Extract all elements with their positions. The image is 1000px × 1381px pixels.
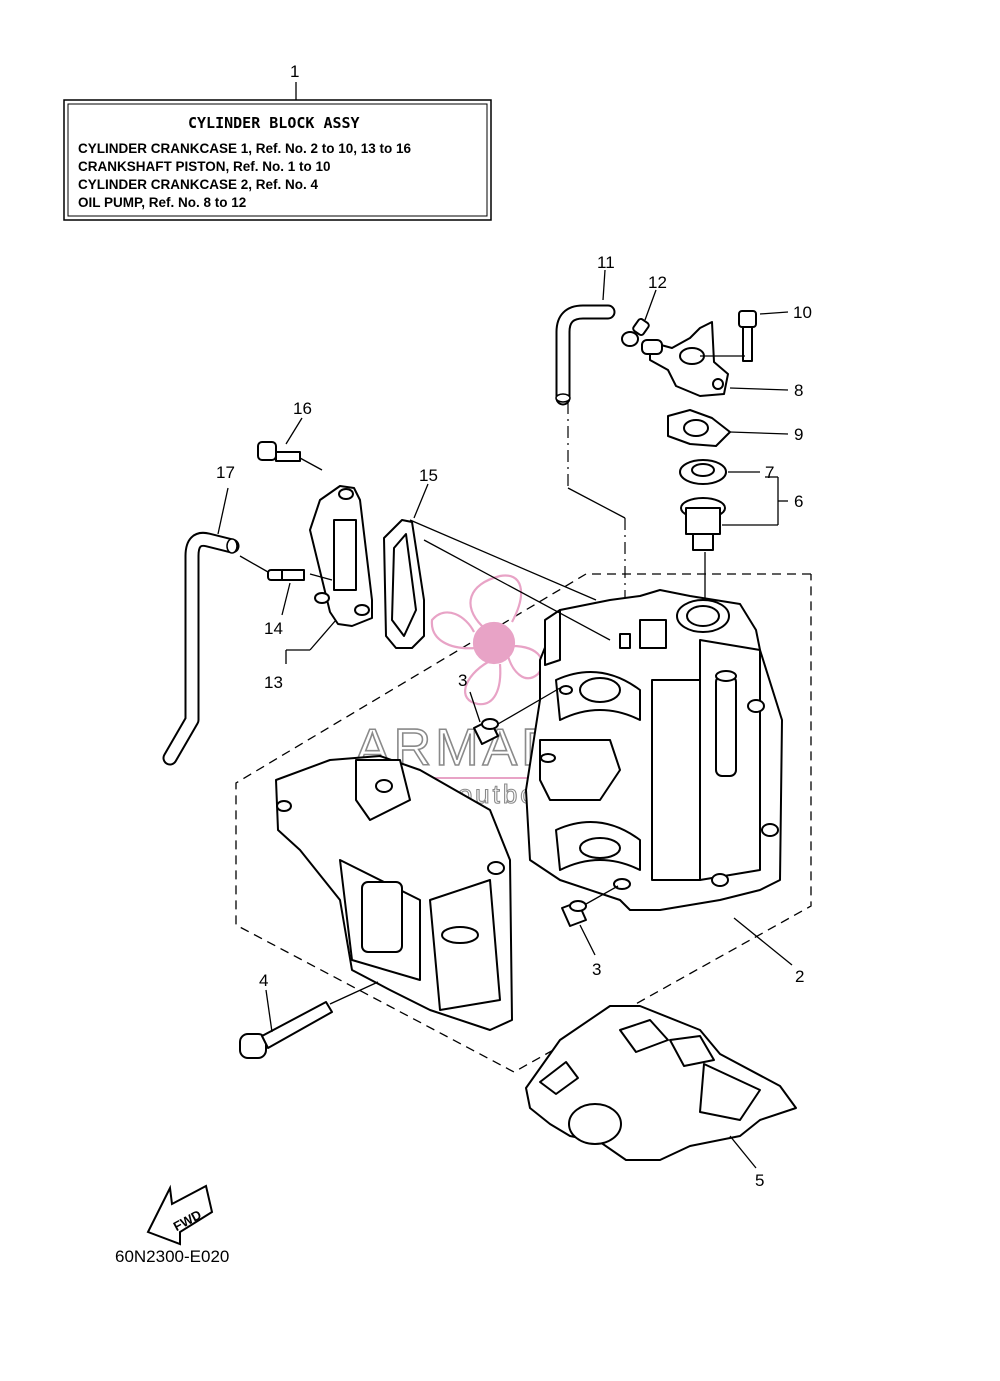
assembly-line-1: CYLINDER CRANKCASE 1, Ref. No. 2 to 10, …: [78, 141, 412, 156]
assembly-outline: [235, 573, 812, 1073]
part-4-bolt: 4: [239, 971, 379, 1059]
part-7-seal: 7: [679, 459, 774, 485]
assembly-line-3: CYLINDER CRANKCASE 2, Ref. No. 4: [78, 177, 319, 192]
part-11-oil-hose: 11: [555, 253, 616, 406]
assembly-line-2: CRANKSHAFT PISTON, Ref. No. 1 to 10: [78, 159, 331, 174]
assembly-title: CYLINDER BLOCK ASSY: [188, 114, 360, 132]
part-12-clip: 12: [621, 273, 667, 347]
callout-10: 10: [793, 303, 812, 322]
part-10-bolt: 10: [738, 303, 812, 362]
part-14-bolt: 14: [264, 569, 305, 638]
callout-1: 1: [290, 62, 299, 81]
part-3-dowel-pin-lower: 3: [561, 885, 619, 979]
callout-12: 12: [648, 273, 667, 292]
part-5-base-gasket: 5: [525, 1005, 797, 1190]
fwd-arrow-icon: FWD: [146, 1184, 214, 1246]
assembly-title-box: 1 CYLINDER BLOCK ASSY CYLINDER CRANKCASE…: [63, 62, 492, 221]
diagram-code: 60N2300-E020: [115, 1247, 229, 1266]
callout-3-upper: 3: [458, 671, 467, 690]
part-17-hose: 17: [162, 463, 240, 766]
callout-3-lower: 3: [592, 960, 601, 979]
callout-2: 2: [795, 967, 804, 986]
callout-8: 8: [794, 381, 803, 400]
callout-13: 13: [264, 673, 283, 692]
callout-16: 16: [293, 399, 312, 418]
part-3-dowel-pin-upper: 3: [458, 671, 561, 745]
callout-17: 17: [216, 463, 235, 482]
part-13-cover: 13: [264, 485, 373, 692]
callout-5: 5: [755, 1171, 764, 1190]
part-4-crankcase: [275, 755, 513, 1031]
part-6-thermostat: 6: [680, 476, 803, 551]
callout-11: 11: [597, 253, 615, 272]
callout-6: 6: [794, 492, 803, 511]
callout-15: 15: [419, 466, 438, 485]
part-2-cylinder-block: 2: [525, 589, 804, 986]
part-9-gasket: 9: [667, 409, 803, 447]
part-16-bolt: 16: [257, 399, 312, 462]
part-15-cover-gasket: 15: [383, 466, 438, 649]
callout-14: 14: [264, 619, 283, 638]
callout-9: 9: [794, 425, 803, 444]
part-8-oil-pump: 8: [641, 321, 803, 400]
assembly-line-4: OIL PUMP, Ref. No. 8 to 12: [78, 195, 246, 210]
callout-4: 4: [259, 971, 268, 990]
callout-7: 7: [765, 463, 774, 482]
propeller-logo-icon: [430, 574, 544, 706]
